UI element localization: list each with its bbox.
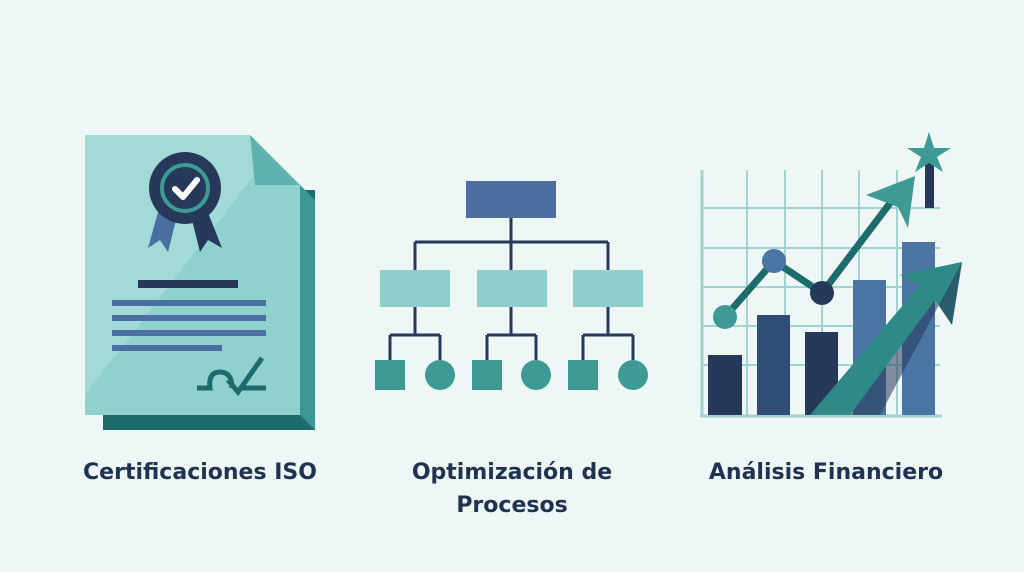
certificate-document-icon bbox=[85, 135, 315, 430]
label-line-2: Procesos bbox=[456, 493, 568, 518]
star-icon bbox=[907, 132, 951, 172]
org-chart-icon bbox=[388, 218, 635, 360]
check-icon bbox=[172, 177, 200, 200]
big-arrow-icon bbox=[810, 262, 962, 415]
label-analisis-financiero: Análisis Financiero bbox=[708, 460, 944, 485]
financial-chart-icon bbox=[700, 132, 962, 418]
badge-icon bbox=[148, 152, 222, 252]
bar bbox=[708, 355, 742, 415]
bar bbox=[757, 315, 790, 415]
label-certificaciones-iso: Certificaciones ISO bbox=[83, 460, 317, 485]
label-line-1: Optimización de bbox=[411, 460, 613, 485]
signature-icon bbox=[197, 356, 266, 397]
label-optimizacion-procesos: Optimización de Procesos bbox=[362, 456, 662, 522]
arrow-icon bbox=[866, 176, 915, 228]
